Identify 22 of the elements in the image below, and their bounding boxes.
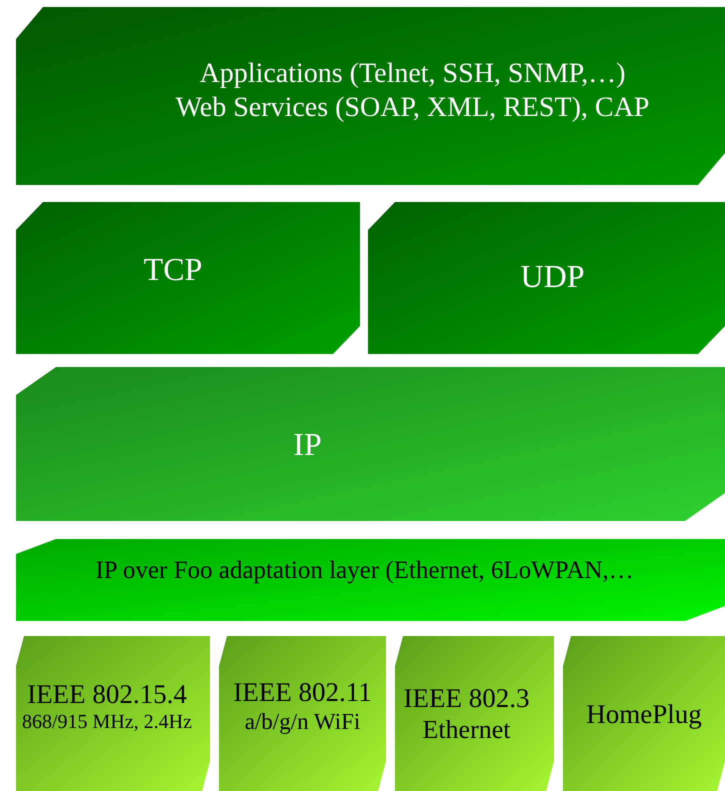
layer-label: IP over Foo adaptation layer (Ethernet, 6LoWPAN,…: [95, 556, 634, 586]
layer-label: IEEE 802.3: [404, 682, 530, 714]
layer-label: HomePlug: [586, 698, 702, 730]
layer-box: [16, 7, 725, 185]
layer-label: Applications (Telnet, SSH, SNMP,…): [200, 57, 626, 91]
layer-box: [395, 636, 554, 791]
layer-box: [16, 539, 725, 621]
layer-label: a/b/g/n WiFi: [244, 708, 360, 736]
layer-label: IEEE 802.11: [233, 676, 372, 708]
layer-label: Ethernet: [422, 714, 511, 746]
layer-label: Web Services (SOAP, XML, REST), CAP: [176, 90, 650, 124]
layer-label: IP: [293, 425, 322, 464]
layer-box: [219, 636, 386, 791]
layer-box: [16, 636, 210, 791]
layer-label: TCP: [144, 250, 202, 288]
layer-label: IEEE 802.15.4: [27, 678, 187, 710]
layer-box: [563, 636, 725, 791]
layer-box: [368, 202, 725, 354]
layer-label: 868/915 MHz, 2.4Hz: [22, 710, 192, 734]
layer-label: UDP: [520, 257, 584, 296]
layer-box: [16, 202, 360, 354]
layer-box: [16, 367, 725, 521]
